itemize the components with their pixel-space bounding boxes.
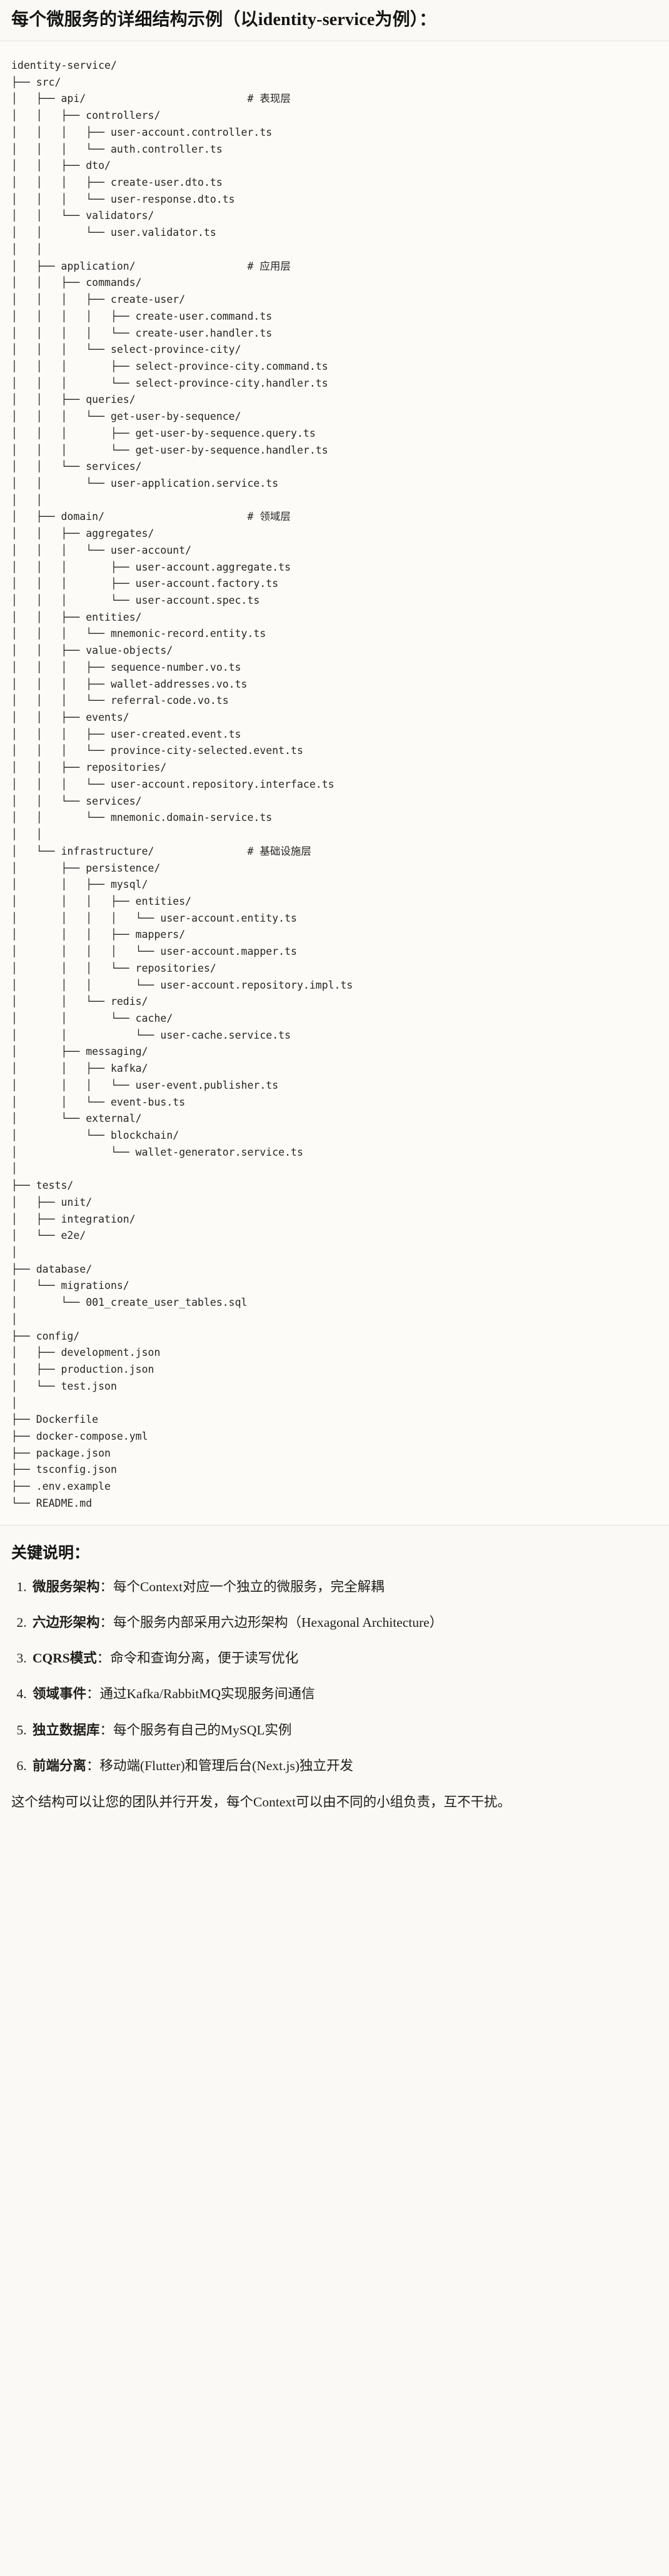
note-description: 命令和查询分离，便于读写优化 <box>110 1651 299 1666</box>
note-term: 微服务架构 <box>33 1579 100 1594</box>
note-term: 前端分离 <box>33 1758 87 1773</box>
list-item: 微服务架构：每个Context对应一个独立的微服务，完全解耦 <box>30 1577 658 1597</box>
closing-paragraph: 这个结构可以让您的团队并行开发，每个Context可以由不同的小组负责，互不干扰… <box>11 1795 511 1810</box>
note-description: 每个Context对应一个独立的微服务，完全解耦 <box>113 1579 385 1594</box>
directory-tree-block: identity-service/ ├── src/ │ ├── api/ # … <box>0 41 669 1525</box>
list-item: 独立数据库：每个服务有自己的MySQL实例 <box>30 1720 658 1740</box>
list-item: 前端分离：移动端(Flutter)和管理后台(Next.js)独立开发 <box>30 1756 658 1776</box>
note-description: 每个服务内部采用六边形架构（Hexagonal Architecture） <box>113 1614 443 1630</box>
note-separator: ： <box>99 1614 114 1630</box>
note-description: 移动端(Flutter)和管理后台(Next.js)独立开发 <box>99 1758 354 1773</box>
document-page: 每个微服务的详细结构示例（以identity-service为例）： ident… <box>0 0 669 1828</box>
note-separator: ： <box>86 1758 100 1773</box>
note-separator: ： <box>86 1686 100 1702</box>
list-item: 六边形架构：每个服务内部采用六边形架构（Hexagonal Architectu… <box>30 1612 658 1632</box>
list-item: 领域事件：通过Kafka/RabbitMQ实现服务间通信 <box>30 1684 658 1704</box>
note-separator: ： <box>99 1722 114 1738</box>
note-term: 六边形架构 <box>33 1614 100 1630</box>
note-description: 通过Kafka/RabbitMQ实现服务间通信 <box>99 1686 315 1702</box>
list-item: CQRS模式：命令和查询分离，便于读写优化 <box>30 1648 658 1668</box>
note-term: 领域事件 <box>33 1686 87 1702</box>
key-notes-heading: 关键说明： <box>11 1544 90 1562</box>
note-term: 独立数据库 <box>33 1722 100 1738</box>
title-bar: 每个微服务的详细结构示例（以identity-service为例）： <box>0 0 669 41</box>
page-title: 每个微服务的详细结构示例（以identity-service为例）： <box>11 10 437 29</box>
directory-tree: identity-service/ ├── src/ │ ├── api/ # … <box>11 59 353 1509</box>
key-notes-section: 关键说明： 微服务架构：每个Context对应一个独立的微服务，完全解耦 六边形… <box>0 1525 669 1829</box>
note-term: CQRS模式 <box>33 1651 97 1666</box>
note-separator: ： <box>99 1579 114 1594</box>
key-notes-list: 微服务架构：每个Context对应一个独立的微服务，完全解耦 六边形架构：每个服… <box>11 1577 658 1776</box>
note-separator: ： <box>96 1651 111 1666</box>
note-description: 每个服务有自己的MySQL实例 <box>113 1722 292 1738</box>
